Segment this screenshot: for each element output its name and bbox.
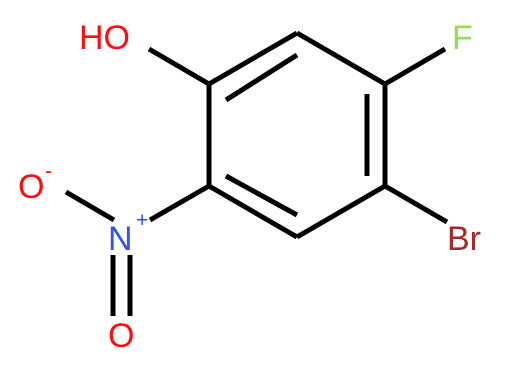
bond-c3-fluorine — [383, 46, 447, 87]
ring-bond-c4-c5 — [295, 183, 387, 240]
bond-c1-hydroxyl — [147, 46, 211, 87]
ring-bond-c1-c2-inner — [224, 52, 299, 103]
bromine-label: Br — [447, 220, 481, 258]
nitrogen-label: N — [108, 220, 133, 258]
ring-bond-c1-c2 — [207, 30, 299, 87]
ring-bond-c5-c6-inner — [224, 173, 299, 218]
bond-c6-nitrogen — [148, 183, 211, 223]
bond-nitrogen-oxygen-minus — [64, 189, 116, 223]
oxygen-double-label: O — [108, 317, 134, 355]
bond-c4-bromine — [383, 183, 449, 225]
ring-bond-c5-c6 — [207, 183, 299, 240]
oxygen-charge-label: - — [45, 160, 52, 183]
hydroxyl-label: HO — [79, 19, 130, 57]
atom-label-layer: HO F Br N + O - O — [18, 19, 481, 355]
oxygen-minus-label: O — [18, 168, 44, 206]
nitrogen-charge-label: + — [136, 209, 148, 232]
ring-bond-c2-c3 — [295, 30, 387, 87]
bond-layer — [64, 30, 449, 316]
fluorine-label: F — [452, 19, 473, 57]
